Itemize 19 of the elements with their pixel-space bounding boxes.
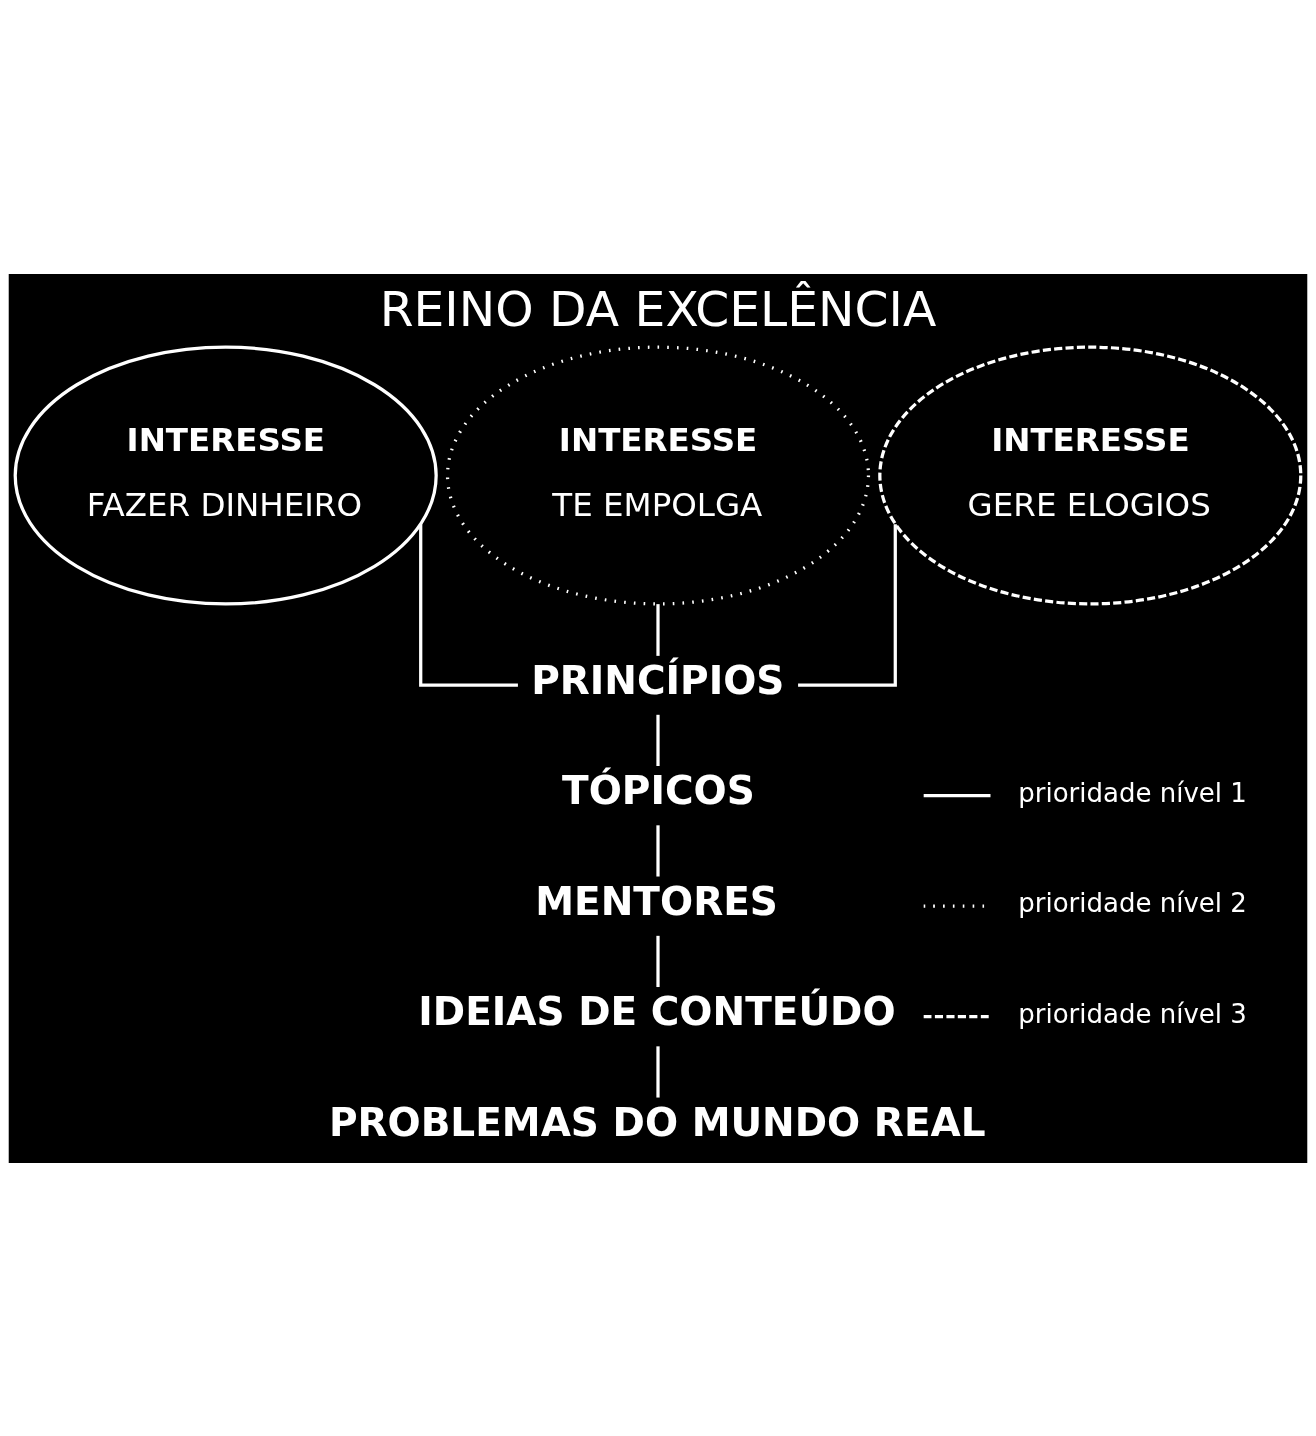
node-ellipse: INTERESSE TE EMPOLGA bbox=[445, 345, 871, 606]
node-text: PRINCÍPIOS bbox=[531, 657, 785, 703]
diagram-title: REINO DA EXCELÊNCIA bbox=[379, 280, 937, 337]
node-ellipse: INTERESSE GERE ELOGIOS bbox=[878, 345, 1303, 606]
legend-label: prioridade nível 1 bbox=[1018, 777, 1247, 808]
connector bbox=[419, 523, 518, 687]
legend-label: prioridade nível 3 bbox=[1018, 998, 1247, 1029]
node-text: PROBLEMAS DO MUNDO REAL bbox=[328, 1099, 986, 1145]
node-ellipse: INTERESSE FAZER DINHEIRO bbox=[13, 345, 438, 606]
connector bbox=[656, 935, 660, 987]
legend-label: prioridade nível 2 bbox=[1018, 887, 1247, 918]
connector bbox=[798, 523, 897, 687]
connector bbox=[656, 824, 660, 876]
connector bbox=[656, 1045, 660, 1098]
node-text: TÓPICOS bbox=[562, 767, 755, 813]
node-text: IDEIAS DE CONTEÚDO bbox=[418, 988, 896, 1034]
connector bbox=[656, 603, 660, 656]
connector bbox=[656, 714, 660, 766]
node-text: MENTORES bbox=[535, 878, 778, 924]
